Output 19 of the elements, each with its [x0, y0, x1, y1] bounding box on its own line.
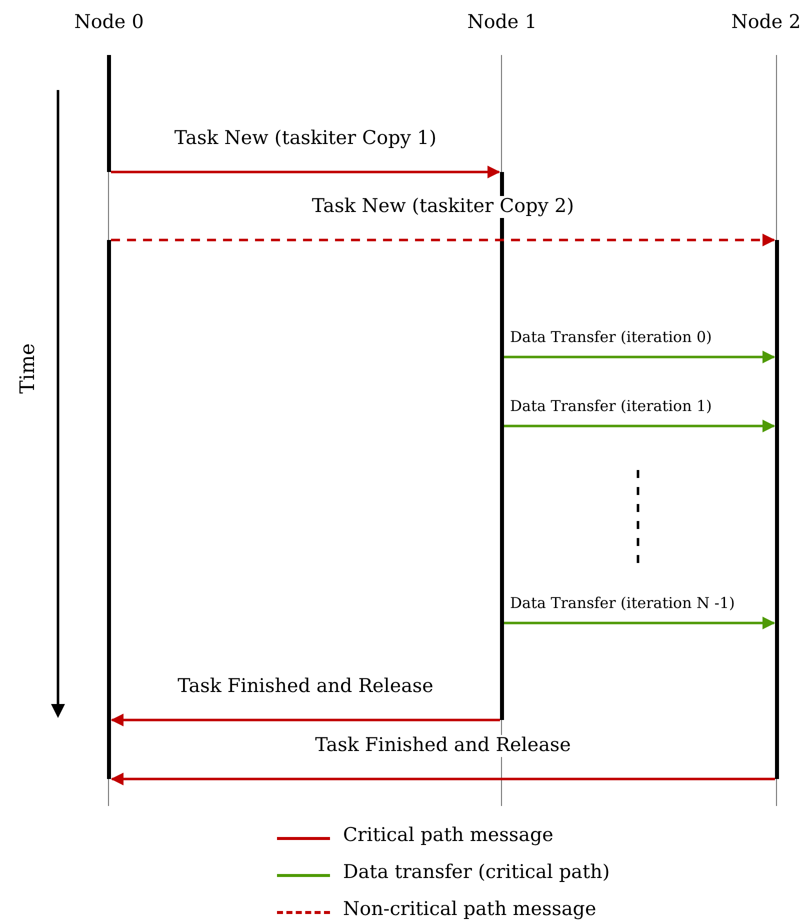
legend-text: Critical path message: [343, 825, 554, 847]
message-arrow: [111, 166, 500, 178]
message-arrow: [504, 350, 776, 364]
message-arrow: [110, 772, 775, 786]
edge-label: Task Finished and Release: [315, 735, 571, 757]
message-arrow: [504, 616, 776, 630]
edge-label: Data Transfer (iteration 1): [510, 398, 712, 416]
legend-text: Non-critical path message: [343, 899, 596, 921]
message-arrow: [111, 234, 776, 246]
edge-label: Task New (taskiter Copy 1): [174, 128, 437, 150]
message-arrow: [504, 420, 776, 432]
lifeline-header: Node 1: [466, 12, 538, 34]
lifeline-header: Node 2: [730, 12, 802, 34]
edge-label: Task New (taskiter Copy 2): [312, 196, 574, 218]
lifeline-header: Node 0: [73, 12, 145, 34]
edge-label: Data Transfer (iteration N -1): [510, 595, 735, 612]
edge-label: Data Transfer (iteration 0): [510, 329, 712, 346]
legend-text: Data transfer (critical path): [343, 862, 610, 884]
message-arrow: [110, 714, 500, 726]
